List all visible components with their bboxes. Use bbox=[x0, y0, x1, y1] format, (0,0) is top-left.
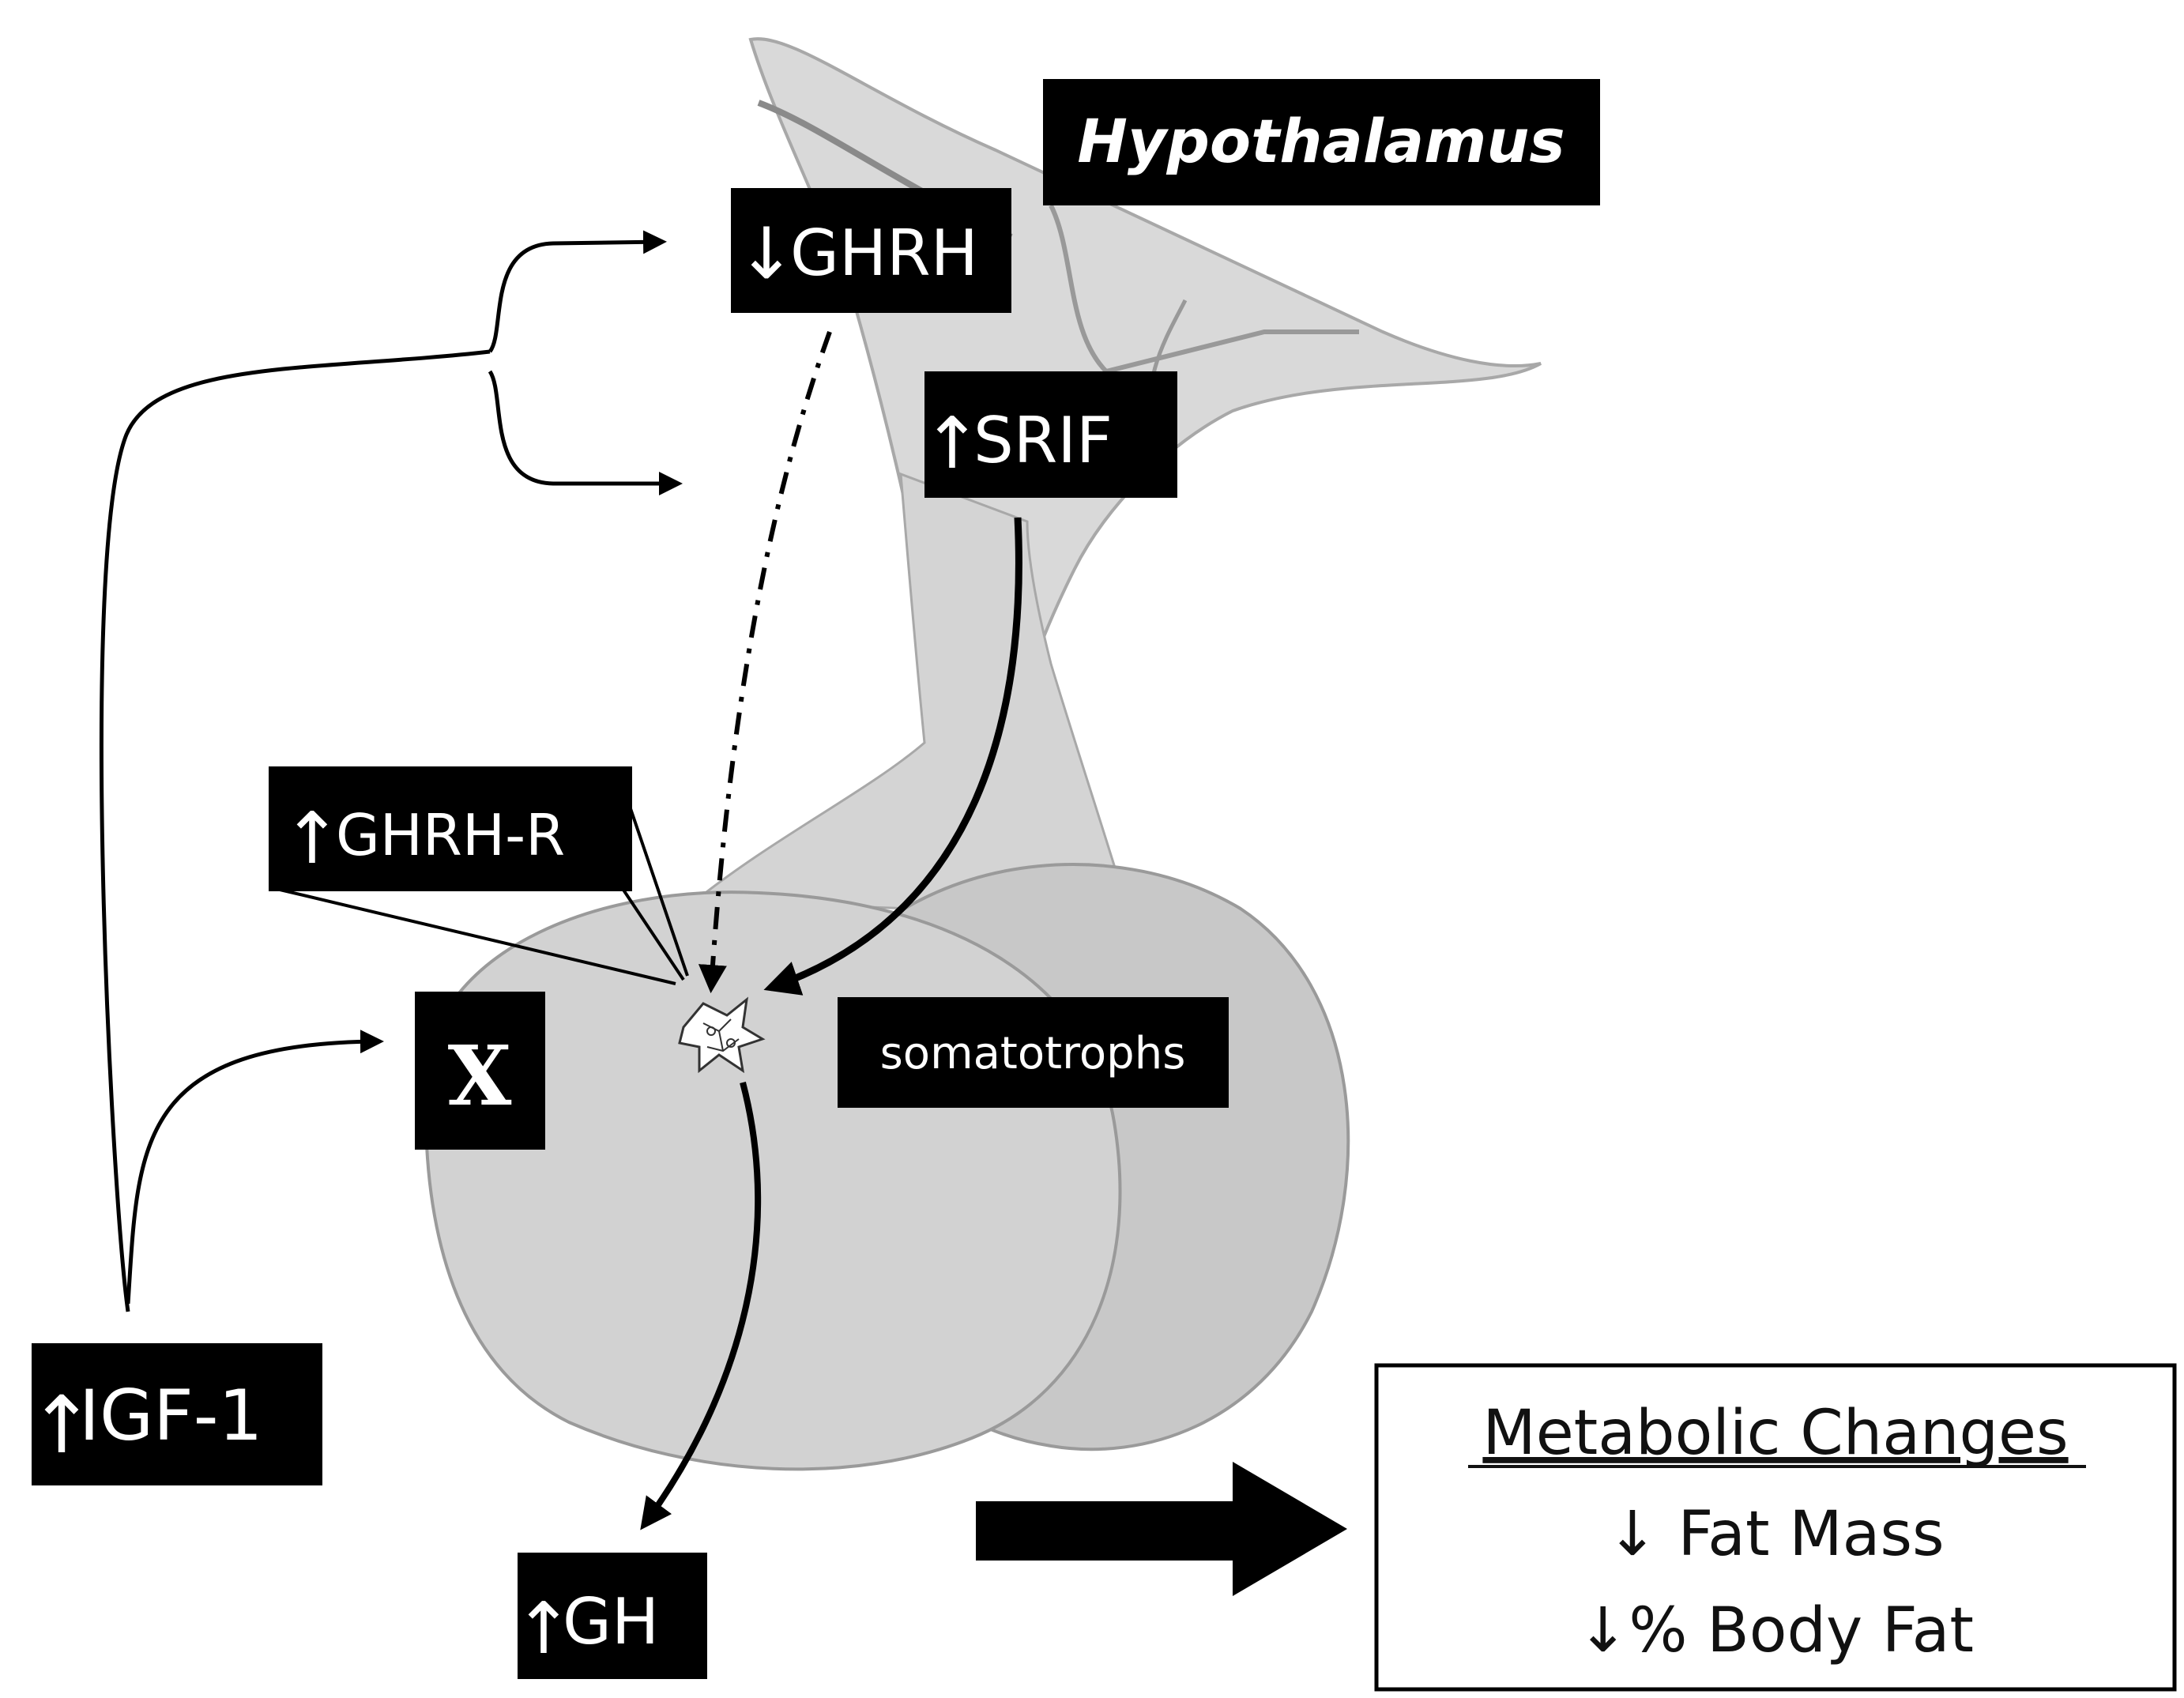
somatotroph-cells-icon bbox=[678, 996, 766, 1074]
hypothalamus-label: Hypothalamus bbox=[1077, 106, 1565, 176]
ghrh-to-somatotrophs-arrow bbox=[698, 330, 832, 994]
igf1-to-x-arrow bbox=[126, 1030, 384, 1305]
srif-label-box: ↑ SRIF bbox=[922, 371, 1177, 498]
igf1-label-box: ↑ IGF-1 bbox=[28, 1343, 322, 1485]
fat-mass-change: ↓ Fat Mass bbox=[1606, 1499, 1944, 1570]
arrows bbox=[99, 230, 1022, 1530]
gh-label-box: ↑ GH bbox=[514, 1553, 707, 1679]
srif-label: SRIF bbox=[973, 404, 1113, 477]
ghrh-r-label-box: ↑ GHRH-R bbox=[269, 766, 632, 891]
ghrh-r-label: GHRH-R bbox=[336, 802, 565, 868]
hypothalamus-label-box: Hypothalamus bbox=[1043, 79, 1600, 205]
gh-up-arrow-icon: ↑ bbox=[514, 1587, 573, 1670]
body-fat-change: ↓% Body Fat bbox=[1577, 1595, 1974, 1666]
x-label: X bbox=[448, 1027, 512, 1124]
ghrh-label: GHRH bbox=[790, 216, 978, 290]
gh-label: GH bbox=[563, 1585, 659, 1658]
ghrh-label-box: ↓ GHRH bbox=[731, 188, 1011, 313]
somatotrophs-to-gh-arrow bbox=[640, 1081, 762, 1530]
srif-up-arrow-icon: ↑ bbox=[922, 402, 981, 485]
ghrh-down-arrow-icon: ↓ bbox=[736, 213, 796, 296]
metabolic-changes-title: Metabolic Changes bbox=[1482, 1398, 2068, 1469]
outcome-block-arrow bbox=[976, 1462, 1347, 1596]
ghrh-r-up-arrow-icon: ↑ bbox=[282, 797, 341, 880]
igf1-up-arrow-icon: ↑ bbox=[28, 1379, 95, 1471]
anterior-lobe bbox=[424, 890, 1122, 1471]
metabolic-changes-box: Metabolic Changes ↓ Fat Mass ↓% Body Fat bbox=[1374, 1363, 2177, 1692]
somatotrophs-label-box: somatotrophs bbox=[838, 997, 1229, 1108]
feedback-to-ghrh-arrow bbox=[488, 230, 667, 353]
igf1-feedback-arrow bbox=[99, 349, 491, 1312]
srif-to-somatotrophs-arrow bbox=[763, 517, 1022, 996]
somatotrophs-label: somatotrophs bbox=[880, 1028, 1186, 1079]
feedback-to-srif-arrow bbox=[488, 370, 683, 495]
x-label-box: X bbox=[415, 992, 545, 1150]
igf1-label: IGF-1 bbox=[79, 1375, 263, 1456]
